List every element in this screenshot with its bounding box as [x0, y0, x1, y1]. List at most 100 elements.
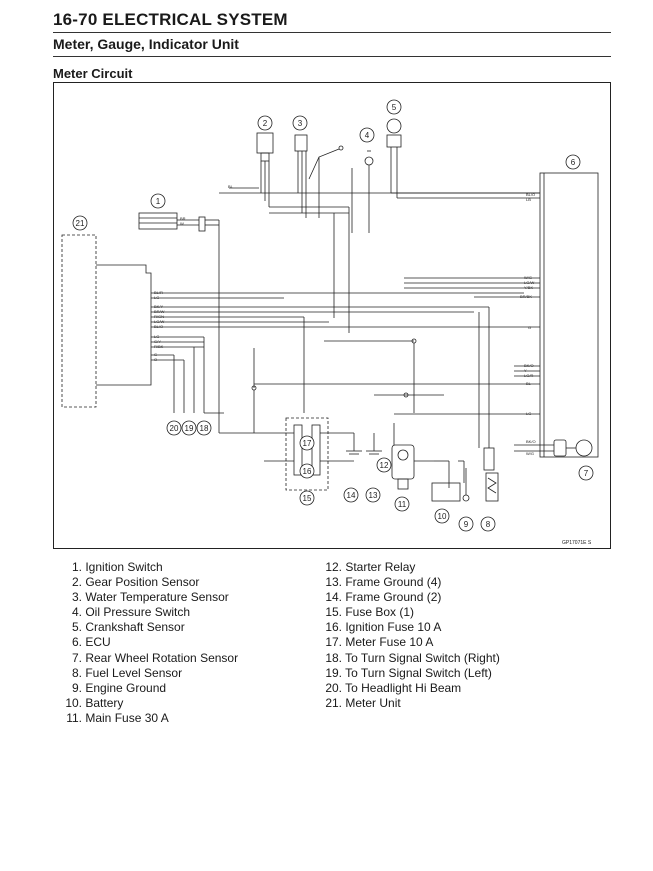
legend-num: 3. — [71, 590, 82, 605]
ignition-switch — [138, 212, 178, 230]
callout-7: 7 — [584, 469, 589, 478]
legend-text: To Turn Signal Switch (Right) — [345, 650, 500, 665]
callout-14: 14 — [347, 491, 356, 500]
legend-text: Fuel Level Sensor — [85, 665, 183, 680]
legend-text: Engine Ground — [85, 680, 167, 695]
rear-wheel-rotation-sensor-connector — [553, 439, 567, 457]
callout-15: 15 — [303, 494, 312, 503]
battery — [431, 482, 461, 502]
callout-16: 16 — [303, 467, 312, 476]
ecu — [539, 172, 599, 458]
legend-item: 9. Engine Ground — [62, 681, 238, 696]
legend-text: Frame Ground (4) — [345, 575, 442, 590]
callout-4: 4 — [365, 131, 370, 140]
engine-ground — [462, 494, 470, 502]
wire-code-w: W — [180, 221, 184, 226]
wire-code-ecu-blo: BL/O — [526, 192, 535, 197]
legend-num: 18. — [325, 650, 342, 665]
subsection-title: Meter Circuit — [53, 66, 133, 81]
legend-num: 15. — [325, 605, 342, 620]
wire-code-meter-gy: G/Y — [154, 339, 161, 344]
callout-19: 19 — [185, 424, 194, 433]
legend-text: Battery — [85, 695, 124, 710]
wire-code-meter-rgn: R/GN — [154, 314, 164, 319]
wire-code-ecu-lgr: LG/R — [524, 373, 533, 378]
crankshaft-sensor — [386, 118, 402, 134]
legend-num: 14. — [325, 590, 342, 605]
wire-code-ecu-g: G — [528, 325, 531, 330]
wire-code-ecu-bko: BK/O — [524, 363, 534, 368]
legend-item: 6. ECU — [62, 635, 238, 650]
wire-code-meter-lg2: LG — [154, 334, 159, 339]
wire-code-meter-lg: LG — [154, 295, 159, 300]
legend-num: 19. — [325, 665, 342, 680]
callout-3: 3 — [298, 119, 303, 128]
legend-item: 20. To Headlight Hi Beam — [322, 681, 500, 696]
wire-code-meter-bky: BK/Y — [154, 304, 163, 309]
wire-code-ecu-ybk: Y/BK — [524, 285, 533, 290]
legend-text: Crankshaft Sensor — [85, 620, 185, 635]
legend-num: 6. — [71, 635, 82, 650]
legend-text: Rear Wheel Rotation Sensor — [85, 650, 239, 665]
callout-9: 9 — [464, 520, 469, 529]
wire-code-ecu-bl: BL — [526, 381, 532, 386]
wire-code-meter-blo: BL/O — [154, 324, 163, 329]
main-fuse — [397, 478, 409, 490]
legend-num: 2. — [71, 575, 82, 590]
legend-item: 8. Fuel Level Sensor — [62, 666, 238, 681]
fuel-level-sensor — [485, 472, 499, 502]
legend-num: 9. — [71, 680, 82, 695]
callout-5: 5 — [392, 103, 397, 112]
wire-code-meter-brw: BR/W — [154, 309, 165, 314]
legend-num: 20. — [325, 680, 342, 695]
page-title: 16-70 ELECTRICAL SYSTEM — [53, 10, 288, 29]
legend-item: 7. Rear Wheel Rotation Sensor — [62, 651, 238, 666]
legend-text: Fuse Box (1) — [345, 605, 415, 620]
wire-code-wg-rw: W/G — [526, 451, 534, 456]
legend-text: Gear Position Sensor — [85, 575, 200, 590]
meter-wires — [151, 292, 524, 414]
gear-position-sensor — [256, 132, 274, 154]
legend-item: 14. Frame Ground (2) — [322, 590, 500, 605]
wire-code-meter-rbk: R/BK — [154, 344, 164, 349]
wire-code-meter-blr: BL/R — [154, 290, 163, 295]
callout-1: 1 — [156, 197, 161, 206]
wire-code-ecu-lgw: LG/W — [524, 280, 534, 285]
legend-item: 10. Battery — [62, 696, 238, 711]
callout-10: 10 — [438, 512, 447, 521]
legend-text: To Headlight Hi Beam — [345, 680, 462, 695]
wire-code-meter-o: O — [154, 357, 157, 362]
meter-unit-outline — [61, 234, 97, 408]
legend-left: 1. Ignition Switch 2. Gear Position Sens… — [62, 560, 238, 726]
fuse-box — [285, 417, 329, 491]
callout-18: 18 — [200, 424, 209, 433]
wire-code-meter-g: G — [154, 352, 157, 357]
legend-num: 10. — [65, 695, 82, 710]
legend-item: 19. To Turn Signal Switch (Left) — [322, 666, 500, 681]
callout-11: 11 — [398, 500, 407, 509]
callout-8: 8 — [486, 520, 491, 529]
figure-code: GP17071E S — [562, 540, 592, 546]
legend-item: 16. Ignition Fuse 10 A — [322, 620, 500, 635]
legend-item: 2. Gear Position Sensor — [62, 575, 238, 590]
legend-num: 21. — [325, 695, 342, 710]
wiring-diagram: BL/R LG BK/Y BR/W R/GN LG/W BL/O LG G/Y … — [53, 82, 611, 549]
legend-item: 15. Fuse Box (1) — [322, 605, 500, 620]
wire-code-bl: BL — [228, 184, 234, 189]
legend-text: Starter Relay — [345, 560, 416, 574]
fuel-level-sensor-connector — [483, 447, 495, 471]
legend-item: 13. Frame Ground (4) — [322, 575, 500, 590]
callout-numbers: 1 2 3 4 5 6 7 8 9 10 11 12 13 14 15 16 1… — [76, 103, 589, 529]
legend-text: Ignition Switch — [85, 560, 163, 574]
legend-item: 17. Meter Fuse 10 A — [322, 635, 500, 650]
wiring-diagram-svg: BL/R LG BK/Y BR/W R/GN LG/W BL/O LG G/Y … — [61, 99, 599, 546]
legend-num: 4. — [71, 605, 82, 620]
wire-code-ecu-lb: LB — [526, 197, 531, 202]
legend-item: 1. Ignition Switch — [62, 560, 238, 575]
frame-ground-13 — [366, 450, 382, 455]
legend-item: 4. Oil Pressure Switch — [62, 605, 238, 620]
section-rule — [53, 56, 611, 57]
legend-num: 1. — [71, 560, 82, 574]
legend-text: Frame Ground (2) — [345, 590, 442, 605]
legend-text: Main Fuse 30 A — [85, 710, 169, 725]
